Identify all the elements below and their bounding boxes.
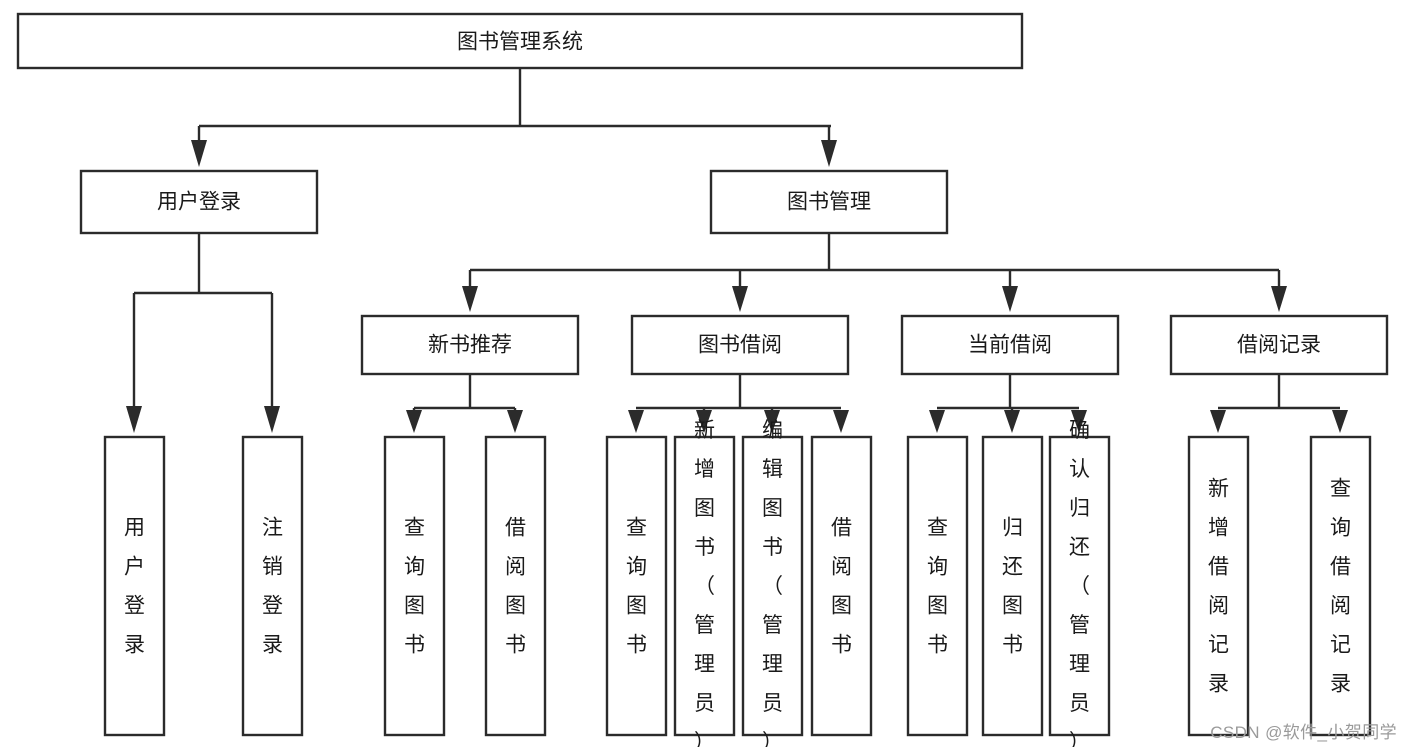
- arrow-to-leaf-query-book-2: [628, 410, 644, 433]
- leaf-query-record-label: 查询借阅记录: [1330, 478, 1351, 696]
- node-current-borrow[interactable]: 当前借阅: [900, 314, 1120, 376]
- leaf-logout[interactable]: 注销登录: [241, 435, 304, 737]
- arrow-to-book-manage: [821, 140, 837, 167]
- node-borrow-record[interactable]: 借阅记录: [1169, 314, 1389, 376]
- arrow-to-user-login: [191, 140, 207, 167]
- arrow-to-leaf-borrow-book-2: [833, 410, 849, 433]
- arrow-to-leaf-return-book: [1004, 410, 1020, 433]
- node-borrow-record-label: 借阅记录: [1237, 334, 1321, 357]
- node-book-manage[interactable]: 图书管理: [709, 169, 949, 235]
- arrow-to-leaf-borrow-book-1: [507, 410, 523, 433]
- node-user-login-box[interactable]: [79, 169, 319, 235]
- leaf-confirm-return-label: 确认归还（管理员）: [1069, 419, 1090, 747]
- leaf-query-book-1[interactable]: 查询图书: [383, 435, 446, 737]
- arrow-to-leaf-query-book-3: [929, 410, 945, 433]
- leaf-borrow-book-1-label: 借阅图书: [505, 517, 526, 657]
- arrow-to-leaf-add-record: [1210, 410, 1226, 433]
- connectors-new-book-rec-to-leaves: [406, 374, 523, 433]
- leaf-confirm-return-box[interactable]: [1048, 435, 1111, 737]
- node-user-login-label: 用户登录: [157, 191, 241, 214]
- connectors-user-login-to-leaves: [126, 233, 280, 433]
- leaf-query-book-2[interactable]: 查询图书: [605, 435, 668, 737]
- leaf-query-book-3-label: 查询图书: [927, 517, 948, 657]
- leaf-query-book-3-box[interactable]: [906, 435, 969, 737]
- leaf-edit-book-label: 编辑图书（管理员）: [762, 419, 783, 747]
- leaf-borrow-book-2[interactable]: 借阅图书: [810, 435, 873, 737]
- leaf-confirm-return[interactable]: 确认归还（管理员）: [1048, 419, 1111, 747]
- arrow-to-book-borrow: [732, 286, 748, 312]
- arrow-to-leaf-logout: [264, 406, 280, 433]
- leaf-user-login-box[interactable]: [103, 435, 166, 737]
- node-root[interactable]: 图书管理系统: [16, 12, 1024, 70]
- leaf-edit-book[interactable]: 编辑图书（管理员）: [741, 419, 804, 747]
- node-book-manage-label: 图书管理: [787, 191, 871, 214]
- arrow-to-leaf-edit-book: [764, 410, 780, 433]
- leaf-query-book-2-box[interactable]: [605, 435, 668, 737]
- node-book-borrow[interactable]: 图书借阅: [630, 314, 850, 376]
- node-borrow-record-box[interactable]: [1169, 314, 1389, 376]
- node-root-label: 图书管理系统: [457, 31, 583, 54]
- node-book-manage-box[interactable]: [709, 169, 949, 235]
- node-new-book-rec-box[interactable]: [360, 314, 580, 376]
- node-book-borrow-box[interactable]: [630, 314, 850, 376]
- leaf-query-record[interactable]: 查询借阅记录: [1309, 435, 1372, 737]
- connectors-borrow-record-to-leaves: [1210, 374, 1348, 433]
- leaf-borrow-book-1[interactable]: 借阅图书: [484, 435, 547, 737]
- connectors-root-to-level2: [191, 68, 837, 167]
- node-user-login[interactable]: 用户登录: [79, 169, 319, 235]
- arrow-to-leaf-query-book-1: [406, 410, 422, 433]
- leaf-return-book-label: 归还图书: [1002, 517, 1023, 657]
- leaf-query-record-box[interactable]: [1309, 435, 1372, 737]
- leaf-query-book-1-box[interactable]: [383, 435, 446, 737]
- arrow-to-current-borrow: [1002, 286, 1018, 312]
- connectors-current-borrow-to-leaves: [929, 374, 1087, 433]
- arrow-to-leaf-add-book: [696, 410, 712, 433]
- leaf-edit-book-box[interactable]: [741, 435, 804, 737]
- arrow-to-leaf-user-login: [126, 406, 142, 433]
- leaf-user-login[interactable]: 用户登录: [103, 435, 166, 737]
- leaf-query-book-3[interactable]: 查询图书: [906, 435, 969, 737]
- node-new-book-rec-label: 新书推荐: [428, 334, 512, 357]
- leaf-add-book-label: 新增图书（管理员）: [694, 419, 715, 747]
- leaf-logout-label: 注销登录: [262, 517, 283, 657]
- arrow-to-borrow-record: [1271, 286, 1287, 312]
- leaf-return-book[interactable]: 归还图书: [981, 435, 1044, 737]
- node-root-box[interactable]: [16, 12, 1024, 70]
- leaf-logout-box[interactable]: [241, 435, 304, 737]
- node-new-book-rec[interactable]: 新书推荐: [360, 314, 580, 376]
- connectors-book-manage-to-level3: [462, 233, 1287, 312]
- connectors-book-borrow-to-leaves: [628, 374, 849, 433]
- csdn-watermark: CSDN @软件_小贺同学: [1210, 723, 1397, 742]
- leaf-return-book-box[interactable]: [981, 435, 1044, 737]
- leaf-add-record-box[interactable]: [1187, 435, 1250, 737]
- leaf-borrow-book-1-box[interactable]: [484, 435, 547, 737]
- leaf-borrow-book-2-label: 借阅图书: [831, 517, 852, 657]
- node-current-borrow-label: 当前借阅: [968, 334, 1052, 357]
- leaf-borrow-book-2-box[interactable]: [810, 435, 873, 737]
- leaf-add-book-box[interactable]: [673, 435, 736, 737]
- arrow-to-new-book-rec: [462, 286, 478, 312]
- arrow-to-leaf-confirm-return: [1071, 410, 1087, 433]
- leaf-query-book-1-label: 查询图书: [404, 517, 425, 657]
- node-current-borrow-box[interactable]: [900, 314, 1120, 376]
- node-book-borrow-label: 图书借阅: [698, 334, 782, 357]
- leaf-add-record[interactable]: 新增借阅记录: [1187, 435, 1250, 737]
- leaf-query-book-2-label: 查询图书: [626, 517, 647, 657]
- leaf-add-record-label: 新增借阅记录: [1208, 478, 1229, 696]
- leaf-node-layer: 用户登录 注销登录 查询图书 借阅图书 查询图书 新增图书（管理员） 编辑图书（管理员） 借阅…: [103, 419, 1372, 747]
- arrow-to-leaf-query-record: [1332, 410, 1348, 433]
- leaf-add-book[interactable]: 新增图书（管理员）: [673, 419, 736, 747]
- leaf-user-login-label: 用户登录: [124, 517, 145, 657]
